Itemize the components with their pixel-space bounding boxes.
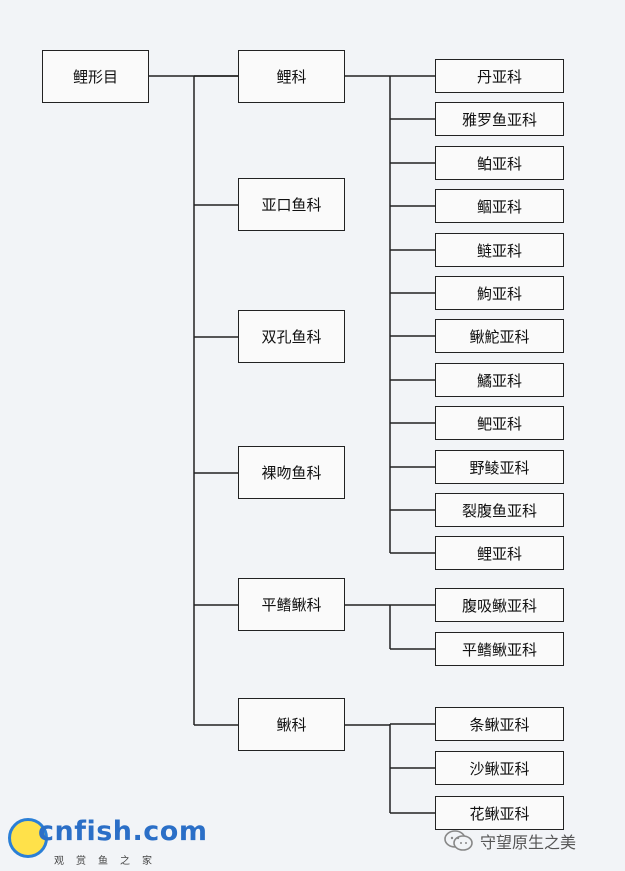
subfamily-node: 条鳅亚科 xyxy=(435,707,564,741)
root-node-order: 鲤形目 xyxy=(42,50,149,103)
family-node-label: 平鳍鳅科 xyxy=(261,596,322,614)
subfamily-node-label: 裂腹鱼亚科 xyxy=(461,501,537,520)
family-node: 裸吻鱼科 xyxy=(238,446,345,499)
family-node-label: 鳅科 xyxy=(276,716,307,734)
root-node-label: 鲤形目 xyxy=(72,68,118,86)
cnfish-logo: cnfish.com 观赏鱼之家 xyxy=(4,806,207,868)
subfamily-node: 鱊亚科 xyxy=(435,363,564,397)
family-node: 双孔鱼科 xyxy=(238,310,345,363)
subfamily-node: 裂腹鱼亚科 xyxy=(435,493,564,527)
subfamily-node: 腹吸鳅亚科 xyxy=(435,588,564,622)
subfamily-node: 花鳅亚科 xyxy=(435,796,564,830)
family-node-label: 裸吻鱼科 xyxy=(261,464,322,482)
logo-text: cnfish.com xyxy=(38,816,208,847)
subfamily-node: 平鳍鳅亚科 xyxy=(435,632,564,666)
wechat-account-watermark: 守望原生之美 xyxy=(444,826,576,856)
subfamily-node: 鲌亚科 xyxy=(435,146,564,180)
fish-mascot-icon xyxy=(8,818,48,858)
subfamily-node: 鮈亚科 xyxy=(435,276,564,310)
subfamily-node: 野鲮亚科 xyxy=(435,450,564,484)
subfamily-node-label: 平鳍鳅亚科 xyxy=(461,640,537,659)
subfamily-node-label: 鲤亚科 xyxy=(476,544,522,563)
subfamily-node-label: 沙鳅亚科 xyxy=(469,759,530,778)
subfamily-node: 鲤亚科 xyxy=(435,536,564,570)
subfamily-node-label: 鮈亚科 xyxy=(476,284,522,303)
subfamily-node-label: 鲌亚科 xyxy=(476,154,522,173)
subfamily-node-label: 腹吸鳅亚科 xyxy=(461,596,537,615)
account-name: 守望原生之美 xyxy=(480,833,577,852)
subfamily-node: 鲴亚科 xyxy=(435,189,564,223)
subfamily-node-label: 鱊亚科 xyxy=(476,371,522,390)
subfamily-node: 丹亚科 xyxy=(435,59,564,93)
subfamily-node: 鲃亚科 xyxy=(435,406,564,440)
subfamily-node-label: 鲢亚科 xyxy=(476,241,522,260)
subfamily-node-label: 丹亚科 xyxy=(476,67,522,86)
logo-slogan: 观赏鱼之家 xyxy=(54,856,164,867)
subfamily-node-label: 鲴亚科 xyxy=(476,197,522,216)
subfamily-node: 雅罗鱼亚科 xyxy=(435,102,564,136)
family-node-label: 亚口鱼科 xyxy=(261,196,322,214)
family-node-label: 双孔鱼科 xyxy=(261,328,322,346)
family-node: 亚口鱼科 xyxy=(238,178,345,231)
subfamily-node-label: 鳅鮀亚科 xyxy=(469,327,530,346)
subfamily-node: 鳅鮀亚科 xyxy=(435,319,564,353)
subfamily-node-label: 野鲮亚科 xyxy=(469,458,530,477)
subfamily-node: 沙鳅亚科 xyxy=(435,751,564,785)
subfamily-node-label: 鲃亚科 xyxy=(476,414,522,433)
wechat-icon xyxy=(444,830,474,852)
subfamily-node-label: 雅罗鱼亚科 xyxy=(461,110,537,129)
family-node: 鲤科 xyxy=(238,50,345,103)
family-node: 鳅科 xyxy=(238,698,345,751)
subfamily-node-label: 条鳅亚科 xyxy=(469,715,530,734)
subfamily-node: 鲢亚科 xyxy=(435,233,564,267)
family-node-label: 鲤科 xyxy=(276,68,307,86)
family-node: 平鳍鳅科 xyxy=(238,578,345,631)
subfamily-node-label: 花鳅亚科 xyxy=(469,804,530,823)
